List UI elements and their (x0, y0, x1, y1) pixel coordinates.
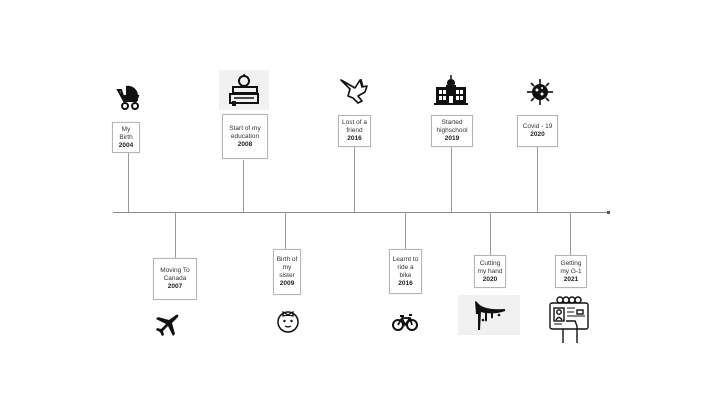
event-box-covid: Covid - 19 2020 (517, 115, 558, 147)
event-box-education: Start of my education 2008 (222, 114, 268, 159)
dove-icon (336, 74, 372, 108)
event-box-friend: Lost of a friend 2016 (338, 115, 371, 147)
stem-canada (175, 212, 176, 258)
event-box-canada: Moving To Canada 2007 (153, 258, 197, 300)
baby-stroller-icon (112, 80, 146, 114)
virus-icon (522, 75, 558, 109)
stem-birth (128, 153, 129, 212)
event-label: Started highschool (436, 119, 468, 134)
event-box-highschool: Started highschool 2019 (431, 115, 473, 147)
event-box-sister: Birth of my sister 2009 (273, 249, 301, 295)
event-box-hand: Cutting my hand 2020 (474, 255, 506, 288)
event-box-g1: Getting my G-1 2021 (555, 255, 587, 288)
blood-drip-icon (458, 295, 520, 335)
event-label: Start of my education (229, 124, 261, 140)
timeline-axis-end (607, 211, 610, 214)
stem-highschool (451, 147, 452, 212)
event-year: 2021 (563, 275, 579, 283)
event-year: 2009 (279, 280, 295, 287)
event-year: 2020 (482, 275, 498, 283)
airplane-icon (152, 310, 182, 340)
event-year: 2016 (347, 135, 362, 142)
stem-sister (285, 212, 286, 249)
license-card-icon (545, 294, 593, 344)
school-building-icon (430, 70, 472, 110)
stem-education (243, 160, 244, 212)
timeline-axis (113, 212, 609, 213)
books-apple-icon (219, 70, 269, 110)
event-year: 2007 (167, 283, 183, 290)
stem-g1 (570, 212, 571, 255)
event-label: My Birth (119, 125, 133, 141)
event-year: 2020 (530, 131, 545, 138)
event-year: 2016 (398, 279, 413, 287)
bicycle-icon (390, 310, 420, 334)
stem-friend (354, 147, 355, 212)
event-label: Learnt to ride a bike (392, 255, 419, 279)
event-label: Birth of my sister (276, 256, 298, 279)
stem-hand (490, 212, 491, 255)
event-label: Cutting my hand (477, 259, 503, 275)
event-year: 2019 (444, 135, 460, 142)
event-box-birth: My Birth 2004 (112, 122, 140, 153)
baby-face-icon (273, 305, 303, 335)
event-label: Getting my G-1 (560, 259, 582, 275)
stem-bike (405, 212, 406, 249)
stem-covid (537, 147, 538, 212)
event-year: 2008 (237, 140, 253, 148)
event-box-bike: Learnt to ride a bike 2016 (389, 249, 422, 294)
event-year: 2004 (118, 141, 134, 149)
event-label: Covid - 19 (522, 123, 553, 130)
event-label: Moving To Canada (160, 267, 190, 282)
event-label: Lost of a friend (342, 119, 367, 134)
